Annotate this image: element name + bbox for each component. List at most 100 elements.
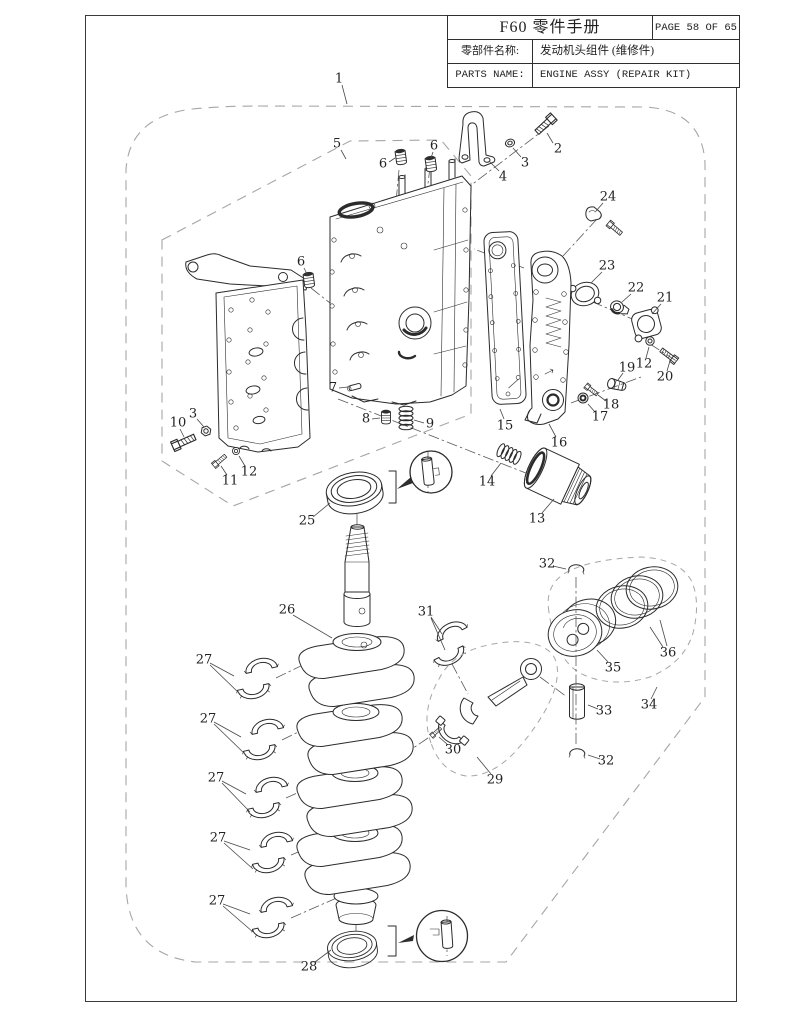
callout-leader <box>221 782 251 813</box>
callout-leader <box>488 160 500 172</box>
part-name-label-en: PARTS NAME: <box>455 69 525 81</box>
oil-seal-lower <box>325 927 380 972</box>
callout-leader <box>213 721 242 738</box>
callout-leader <box>213 723 247 756</box>
tapping-screw <box>605 219 624 237</box>
callout-31: 31 <box>418 605 435 620</box>
page-indicator: PAGE 58 OF 65 <box>652 16 739 39</box>
callout-leader <box>476 756 492 775</box>
cylinder-block-drawing <box>329 158 472 406</box>
callout-leader <box>209 664 241 695</box>
callout-18: 18 <box>603 398 620 413</box>
magnifier-circle-upper <box>409 450 453 494</box>
main-bearing-pair <box>250 828 295 877</box>
page-border <box>85 15 737 1002</box>
callout-leader <box>430 617 446 651</box>
main-bearing-pair <box>241 715 286 764</box>
plain-washer <box>232 447 240 455</box>
oil-seal-upper <box>323 467 387 519</box>
callout-leader <box>341 84 348 105</box>
connecting-rod-assembly <box>426 641 558 777</box>
callout-leader <box>179 428 185 438</box>
callout-27: 27 <box>210 831 227 846</box>
callout-leader <box>587 754 601 760</box>
cap-24 <box>585 206 602 222</box>
callout-6: 6 <box>297 255 305 270</box>
flange-bolt <box>170 431 198 453</box>
callout-leader <box>595 202 604 212</box>
callout-leader <box>371 417 381 420</box>
callout-leader <box>596 649 609 663</box>
piston-ring <box>610 575 664 619</box>
block-subkit-boundary <box>161 139 472 507</box>
callout-leader <box>413 419 425 424</box>
manual-title: F60 零件手册 <box>499 19 601 36</box>
main-bearing-pair <box>250 893 295 942</box>
kit-boundary <box>125 105 706 963</box>
piston-assembly <box>547 556 697 759</box>
callout-26: 26 <box>279 603 296 618</box>
callout-28: 28 <box>301 960 318 975</box>
callout-leader <box>649 626 664 648</box>
piston-ring <box>595 585 649 629</box>
callout-leader <box>512 147 522 158</box>
callout-14: 14 <box>479 475 496 490</box>
cooler-plate-drawing <box>524 250 572 425</box>
callout-leader <box>587 403 596 413</box>
callout-leader <box>340 149 347 160</box>
callout-4: 4 <box>499 170 507 185</box>
callout-leader <box>659 619 668 647</box>
callout-10: 10 <box>170 416 187 431</box>
detail-arrow <box>398 935 414 943</box>
thermostat-cover <box>631 306 662 343</box>
callout-27: 27 <box>209 894 226 909</box>
fitting-19 <box>607 378 627 391</box>
callout-1: 1 <box>335 72 343 87</box>
thermostat-plug <box>610 300 630 315</box>
callout-22: 22 <box>628 281 645 296</box>
callout-leader <box>617 372 624 381</box>
magnifier-circle-lower <box>415 909 469 963</box>
callout-leader <box>221 780 247 795</box>
anchor-bracket-drawing <box>458 111 496 167</box>
callout-3: 3 <box>521 156 529 171</box>
head-gasket-drawing <box>483 231 527 405</box>
crankcase-half-drawing <box>185 253 311 453</box>
callout-24: 24 <box>600 190 617 205</box>
bypass-spring <box>494 442 524 466</box>
piston-ring <box>625 566 679 610</box>
callout-15: 15 <box>497 419 514 434</box>
callout-leader <box>222 903 251 915</box>
callout-34: 34 <box>641 698 658 713</box>
callout-leader <box>209 662 235 677</box>
rod-bearing-pair <box>423 615 478 672</box>
callout-leader <box>587 704 599 710</box>
detail-bracket <box>387 925 397 957</box>
circlip <box>568 748 586 759</box>
header-table: F60 零件手册 PAGE 58 OF 65 零部件名称: 发动机头组件 (维修… <box>447 15 740 88</box>
callout-32: 32 <box>598 754 615 769</box>
callout-leader <box>546 132 554 144</box>
callout-leader <box>651 303 662 315</box>
callout-leader <box>499 408 505 420</box>
part-name-value-cn: 发动机头组件 (维修件) <box>532 40 739 63</box>
callout-2: 2 <box>554 142 562 157</box>
callout-19: 19 <box>619 361 636 376</box>
main-bearing-pair <box>235 654 280 703</box>
callout-6: 6 <box>379 157 387 172</box>
callout-30: 30 <box>445 743 462 758</box>
callout-20: 20 <box>657 370 674 385</box>
callout-27: 27 <box>200 712 217 727</box>
flange-bolt <box>658 346 680 365</box>
callout-29: 29 <box>487 773 504 788</box>
callout-leader <box>490 462 502 477</box>
callout-leader <box>541 498 555 514</box>
callout-leader <box>438 736 449 746</box>
crankshaft-drawing <box>294 524 417 925</box>
relief-spring <box>398 405 414 431</box>
callout-leader <box>223 840 251 851</box>
callout-17: 17 <box>592 410 609 425</box>
callout-leader <box>650 686 658 700</box>
